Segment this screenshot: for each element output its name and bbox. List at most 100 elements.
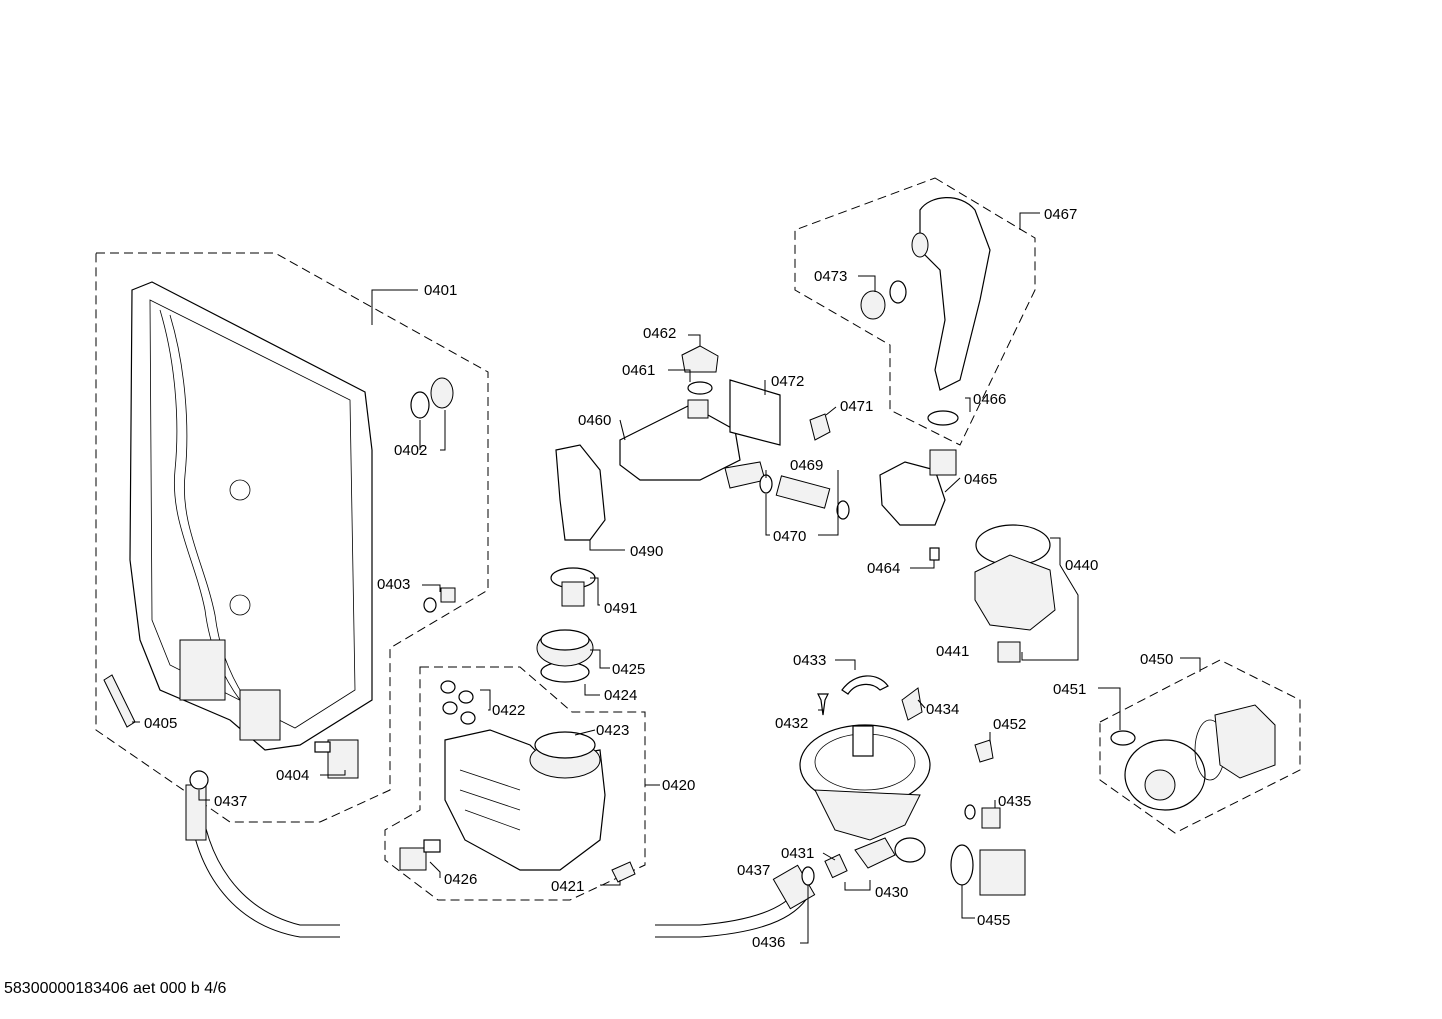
label-0434: 0434 [926, 701, 959, 718]
part-0491 [550, 567, 596, 607]
label-0423: 0423 [596, 722, 629, 739]
label-0461: 0461 [622, 362, 655, 379]
part-0441 [997, 641, 1021, 663]
part-0464 [929, 547, 940, 561]
hose-clamp-0437-left [189, 770, 209, 790]
group-0450-boundary [1099, 659, 1301, 834]
part-0431 [824, 853, 848, 879]
housing-0440 [974, 554, 1056, 631]
connector-0426-tip [423, 839, 441, 853]
pump-body-0465 [879, 461, 946, 526]
label-0403: 0403 [377, 576, 410, 593]
label-0455: 0455 [977, 912, 1010, 929]
label-0437-left: 0437 [214, 793, 247, 810]
clip-0452 [974, 739, 994, 763]
nut-0403 [423, 597, 437, 613]
sump-column [852, 725, 874, 757]
cap-0462 [681, 345, 719, 373]
clip-0421 [611, 861, 636, 883]
part-0432 [817, 693, 829, 716]
cap-0491-stem [561, 581, 585, 607]
label-0490: 0490 [630, 543, 663, 560]
label-0460: 0460 [578, 412, 611, 429]
label-0450: 0450 [1140, 651, 1173, 668]
pump-motor-0450 [1214, 704, 1276, 779]
sump-outlet [854, 837, 896, 869]
label-0405: 0405 [144, 715, 177, 732]
label-0462: 0462 [643, 325, 676, 342]
hose-corrugation-left [185, 784, 207, 841]
part-0426 [399, 839, 441, 871]
label-0441: 0441 [936, 643, 969, 660]
filter-0470 [775, 475, 831, 509]
part-0421 [611, 861, 636, 883]
group-0420-boundary [384, 666, 646, 901]
label-0430: 0430 [875, 884, 908, 901]
label-0426: 0426 [444, 871, 477, 888]
pump-port-0465 [929, 449, 957, 476]
label-0491: 0491 [604, 600, 637, 617]
label-0435: 0435 [998, 793, 1031, 810]
group-0467-boundary [794, 177, 1036, 446]
side-panel [129, 281, 373, 751]
label-0451: 0451 [1053, 681, 1086, 698]
part-0472 [729, 379, 781, 446]
seal-0461 [687, 381, 713, 395]
side-panel-outlet [179, 639, 226, 701]
tank-outlet-0460 [724, 461, 766, 489]
pump-inlet-0450 [1144, 769, 1176, 801]
tank-neck-0460 [687, 399, 709, 419]
softener-ribs [459, 769, 521, 831]
side-panel-inner [149, 299, 356, 729]
part-0451 [1110, 730, 1136, 746]
cap-0402 [430, 377, 454, 409]
part-0433 [841, 675, 889, 695]
part-labels: 0401 0402 0403 0404 0405 0437 0420 0421 … [144, 206, 1173, 951]
label-0433: 0433 [793, 652, 826, 669]
valve-body-0404 [327, 739, 359, 779]
bracket-0434 [901, 687, 923, 721]
part-0440 [974, 524, 1056, 631]
grommet-0422-c [442, 701, 458, 715]
funnel-0490 [555, 444, 606, 541]
seal-ring-0402 [410, 391, 430, 419]
label-0437-right: 0437 [737, 862, 770, 879]
label-0432: 0432 [775, 715, 808, 732]
part-0402 [410, 377, 454, 419]
seal-0466 [927, 410, 959, 426]
part-0434 [901, 687, 923, 721]
part-0422 [440, 680, 476, 725]
part-0469-0470 [759, 474, 850, 520]
drain-hose-left-inner [187, 791, 340, 938]
label-0431: 0431 [781, 845, 814, 862]
screw-0432 [817, 693, 829, 716]
part-0404 [314, 739, 359, 779]
sensor-0435 [981, 807, 1001, 829]
label-0401: 0401 [424, 282, 457, 299]
label-0425: 0425 [612, 661, 645, 678]
seal-0473 [889, 280, 907, 304]
sump-outlet-port [894, 837, 926, 863]
label-0402: 0402 [394, 442, 427, 459]
label-0420: 0420 [662, 777, 695, 794]
pump-0450 [1124, 704, 1276, 811]
group-0401-boundary [95, 252, 489, 823]
drain-hose-right [655, 884, 801, 926]
footer-document-code: 58300000183406 aet 000 b 4/6 [4, 980, 227, 997]
duct-port-0467 [911, 232, 929, 258]
plate-0472 [729, 379, 781, 446]
side-panel-port-2 [229, 594, 251, 616]
label-0471: 0471 [840, 398, 873, 415]
tank-body-0460 [619, 404, 741, 481]
label-0422: 0422 [492, 702, 525, 719]
label-0467: 0467 [1044, 206, 1077, 223]
label-0465: 0465 [964, 471, 997, 488]
clip-0471 [809, 413, 831, 441]
label-0472: 0472 [771, 373, 804, 390]
label-0421: 0421 [551, 878, 584, 895]
side-panel-port [229, 479, 251, 501]
label-0473: 0473 [814, 268, 847, 285]
part-0466 [927, 410, 959, 426]
pump-0465 [879, 449, 957, 526]
